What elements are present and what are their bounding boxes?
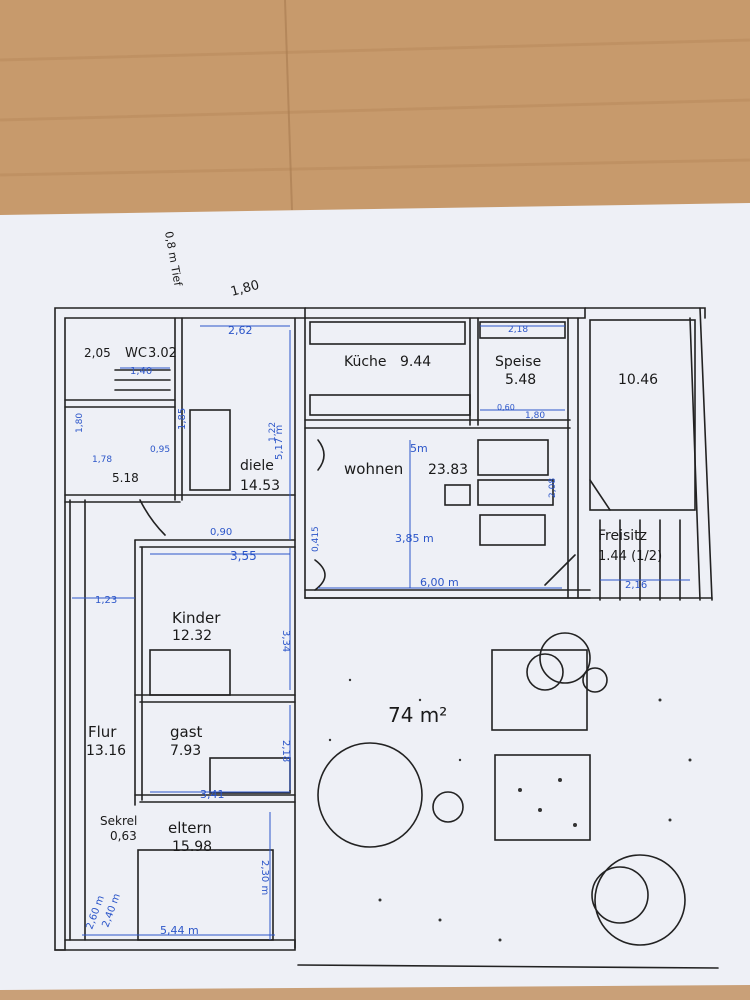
room-kinder-label: Kinder bbox=[172, 609, 221, 627]
room-wohnen-label: wohnen bbox=[344, 460, 403, 478]
room-speise-label: Speise bbox=[495, 354, 541, 370]
room-kinder-area: 12.32 bbox=[172, 628, 212, 644]
dim-600: 6,00 m bbox=[420, 576, 459, 589]
dim-262: 2,62 bbox=[228, 324, 253, 337]
room-eltern-label: eltern bbox=[168, 819, 212, 837]
dim-185a: 1,85 bbox=[177, 408, 188, 430]
dim-123: 1,23 bbox=[95, 595, 117, 606]
room-diele-label: diele bbox=[240, 458, 274, 474]
dim-517: 5,17 m bbox=[274, 425, 285, 460]
room-freisitz-area: 1.44 (1/2) bbox=[598, 549, 662, 564]
room-sekret-label: Sekrel bbox=[100, 814, 137, 828]
dim-334: 3,34 bbox=[280, 630, 291, 652]
wall-outlines bbox=[54, 307, 719, 969]
room-gast-label: gast bbox=[170, 723, 203, 741]
room-flur-area: 13.16 bbox=[86, 743, 126, 759]
dim-090: 0,90 bbox=[210, 527, 232, 538]
dim-216: 2,16 bbox=[625, 580, 647, 591]
room-kueche-label: Küche bbox=[344, 354, 387, 370]
room-wc2-area: 3.02 bbox=[148, 346, 177, 361]
room-abstell-area: 10.46 bbox=[618, 372, 658, 388]
dim-178: 1,78 bbox=[92, 455, 112, 465]
room-freisitz-label: Freisitz bbox=[598, 528, 647, 544]
dim-218a: 2,18 bbox=[508, 325, 528, 335]
dim-122: 1,22 bbox=[268, 422, 278, 442]
room-bad-area: 5.18 bbox=[112, 471, 139, 485]
room-flur-label: Flur bbox=[88, 723, 117, 741]
dim-385: 3,85 m bbox=[395, 532, 434, 545]
room-wohnen-area: 23.83 bbox=[428, 462, 468, 478]
garden-area: 74 m² bbox=[388, 703, 447, 727]
paper-sheet bbox=[0, 203, 750, 990]
dim-060: 0,60 bbox=[497, 403, 515, 412]
dim-095: 0,95 bbox=[150, 445, 170, 455]
room-sekret-area: 0,63 bbox=[110, 829, 137, 843]
room-kueche-area: 9.44 bbox=[400, 354, 431, 370]
dim-140: 1,40 bbox=[130, 366, 152, 377]
room-wc2-label: WC bbox=[125, 346, 147, 361]
dim-0415: 0,415 bbox=[311, 526, 321, 552]
dim-544: 5,44 m bbox=[160, 924, 199, 937]
room-speise-area: 5.48 bbox=[505, 372, 536, 388]
room-gast-area: 7.93 bbox=[170, 743, 201, 759]
dim-180b: 1,80 bbox=[75, 413, 85, 433]
dim-341: 3,41 bbox=[200, 788, 225, 801]
garden-hatching bbox=[328, 678, 692, 942]
dimension-lines bbox=[72, 325, 690, 940]
dim-218b: 2,18 bbox=[280, 740, 291, 762]
top-dimension: 1,80 bbox=[229, 278, 261, 300]
room-eltern-area: 15.98 bbox=[172, 839, 212, 855]
dim-355: 3,55 bbox=[230, 549, 257, 563]
room-wc-area: 2,05 bbox=[84, 346, 111, 360]
dim-5m: 5m bbox=[410, 442, 428, 455]
dim-208: 2,08 bbox=[548, 478, 558, 498]
room-diele-area: 14.53 bbox=[240, 478, 280, 494]
dim-180a: 1,80 bbox=[525, 411, 545, 421]
dim-230: 2,30 m bbox=[259, 860, 270, 895]
